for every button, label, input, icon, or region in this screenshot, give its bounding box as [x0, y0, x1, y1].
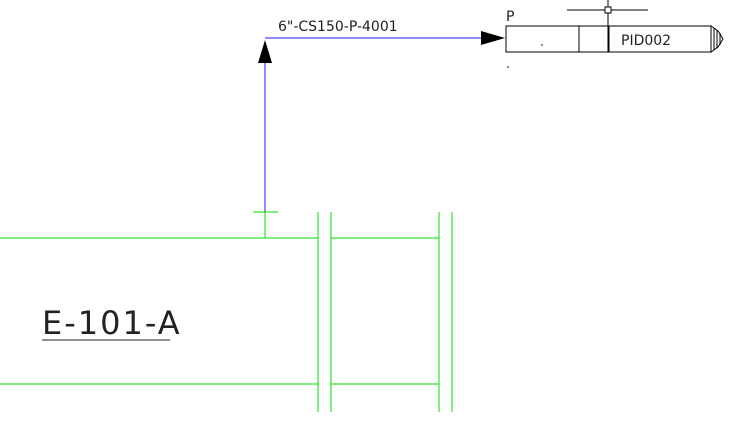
process-line[interactable] [264, 37, 482, 238]
heat-exchanger-e101a[interactable] [0, 212, 453, 412]
off-page-connector[interactable]: P PID002 [505, 9, 724, 68]
crosshair-cursor-icon [567, 0, 648, 52]
flow-arrow-right-icon [481, 31, 505, 45]
connector-id[interactable]: PID002 [621, 33, 671, 49]
insertion-dot [507, 66, 509, 68]
connector-dot [541, 44, 543, 46]
line-number-label[interactable]: 6"-CS150-P-4001 [278, 19, 398, 35]
connector-prefix: P [506, 9, 514, 25]
flow-arrow-up-icon [258, 40, 272, 63]
equipment-tag[interactable]: E-101-A [42, 304, 182, 342]
